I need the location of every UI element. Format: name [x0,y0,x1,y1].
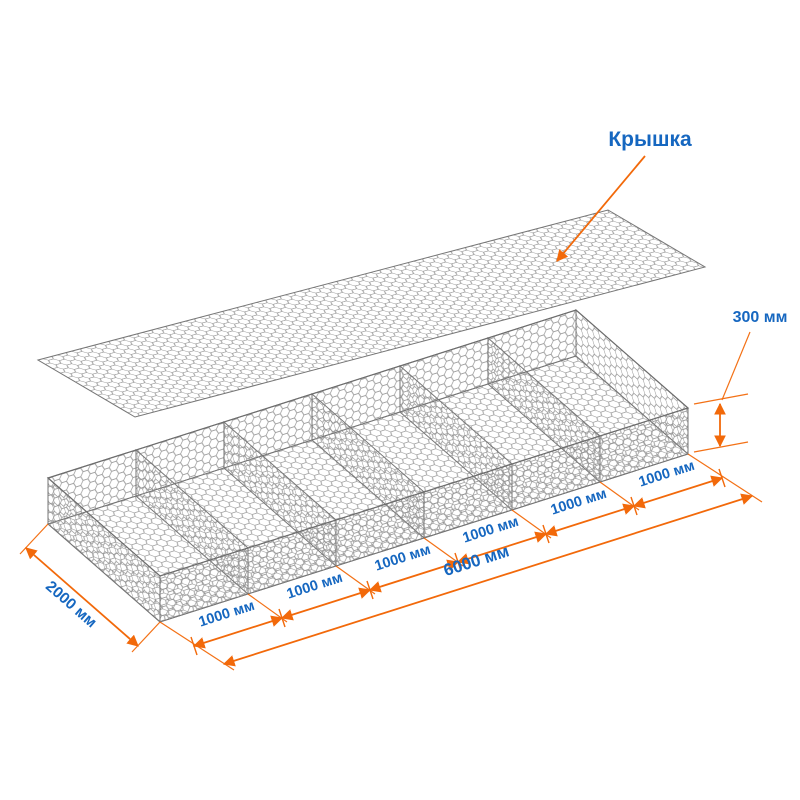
length-dimension-line [222,493,754,667]
height-extension-line-bottom [693,441,749,453]
width-extension-line-top [19,523,49,555]
height-extension-line-top [693,393,749,405]
length-extension-line-left [159,621,235,671]
lid-mesh-panel [36,209,707,418]
length-dimension-label: 6000 мм [441,541,511,580]
length-extension-line-right [687,453,763,503]
box-rim-edge [46,309,690,577]
width-extension-line-bottom [131,621,161,653]
height-leader-line [721,331,751,401]
lid [36,209,707,418]
height-dimension-label: 300 мм [733,309,788,326]
lid-callout-arrow [556,155,646,262]
lid-label: Крышка [608,128,692,151]
width-dimension-line [25,547,139,647]
